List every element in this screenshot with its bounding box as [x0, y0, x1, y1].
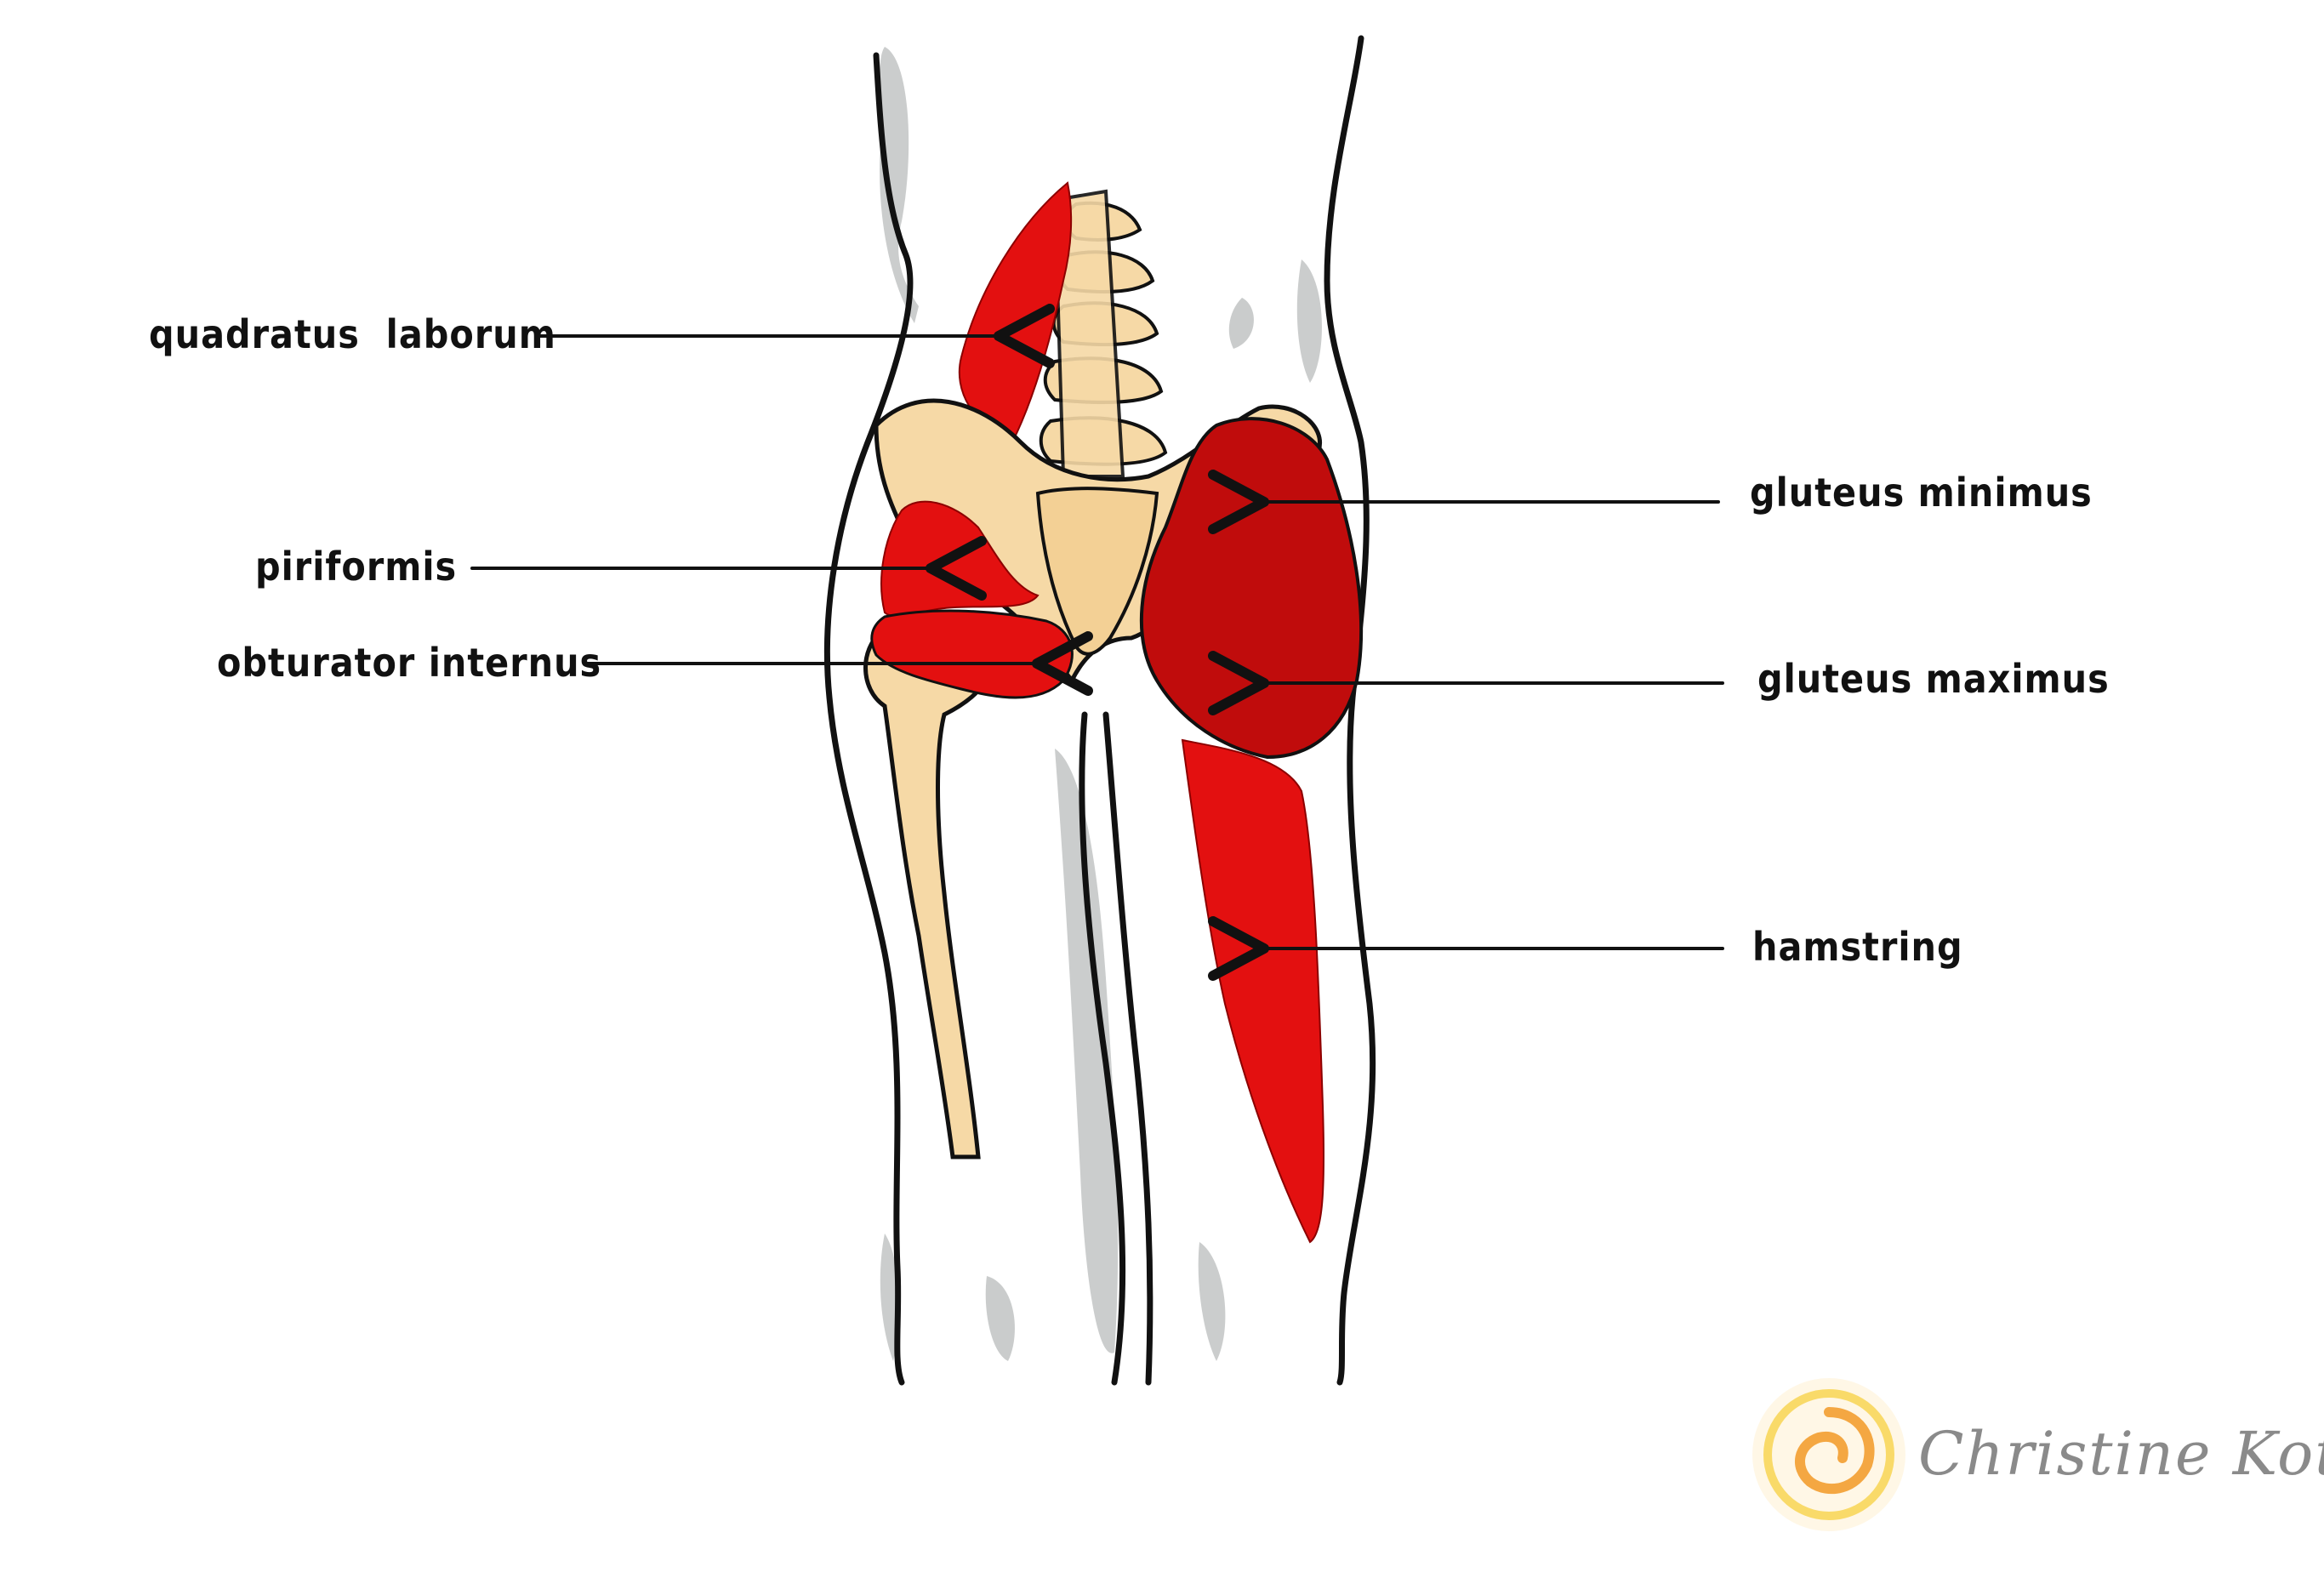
- sacrum-bone: [1035, 487, 1159, 656]
- lumbar-spine: [1039, 189, 1168, 478]
- hamstring-muscle: [1181, 738, 1325, 1244]
- body-shadows: [880, 47, 1322, 1361]
- quadratus-laborum-muscle: [958, 181, 1073, 444]
- femur-bone: [863, 625, 994, 1159]
- callout-arrows: [470, 304, 1724, 981]
- label-gluteus-minimus: gluteus minimus: [1750, 470, 2093, 516]
- label-hamstring: hamstring: [1752, 924, 1963, 970]
- spiral-logo-icon: [1752, 1378, 1905, 1531]
- label-gluteus-maximus: gluteus maximus: [1757, 656, 2110, 702]
- label-obturator-internus: obturator internus: [217, 640, 602, 686]
- label-quadratus-laborum: quadratus laborum: [149, 311, 556, 357]
- label-piriformis: piriformis: [255, 544, 458, 590]
- watermark-signature: Christine Koth: [1918, 1419, 2324, 1489]
